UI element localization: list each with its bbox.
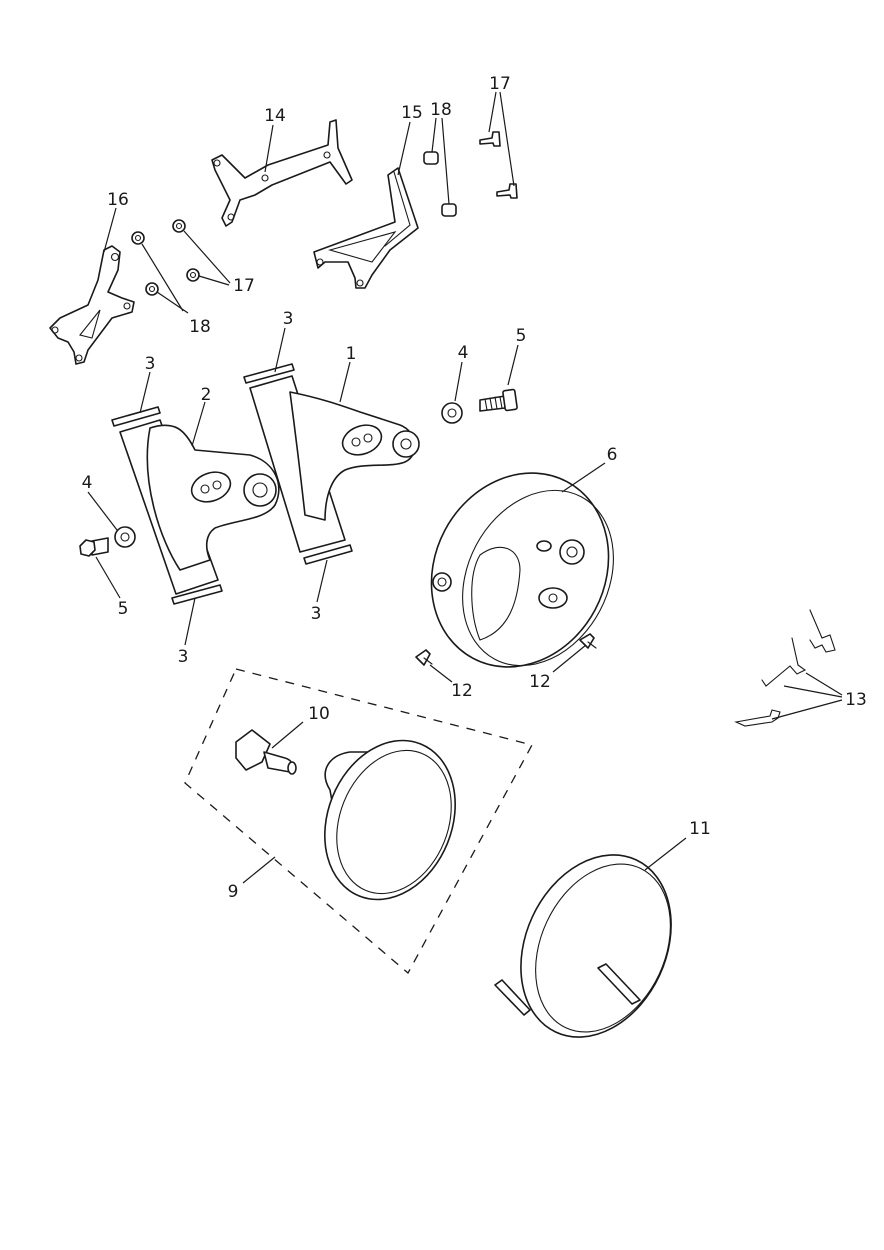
callout-1: 1 (346, 344, 357, 364)
callout-2: 2 (201, 385, 212, 405)
callout-3-upper-left: 3 (145, 354, 156, 374)
callout-18-top: 18 (430, 100, 452, 120)
part-14-bracket (211, 119, 353, 227)
callout-3-lower-right: 3 (311, 604, 322, 624)
callout-15: 15 (401, 103, 423, 123)
callout-labels: 14 15 18 17 16 17 18 3 3 2 1 4 5 4 5 3 3… (82, 74, 867, 902)
leader-lines (87, 91, 843, 884)
callout-5-left: 5 (118, 599, 129, 619)
part-9-light-unit-frame (184, 668, 533, 975)
part-11-headlamp-rim (494, 854, 672, 1038)
callout-17-mid: 17 (233, 276, 255, 296)
part-10-bulb (235, 729, 297, 775)
part-15-bracket (313, 167, 419, 289)
callout-16: 16 (107, 190, 129, 210)
callout-9: 9 (228, 882, 239, 902)
callout-5-right: 5 (516, 326, 527, 346)
callout-11: 11 (689, 819, 711, 839)
part-17-18-fasteners (131, 131, 518, 296)
callout-3-upper-right: 3 (283, 309, 294, 329)
callout-6: 6 (607, 445, 618, 465)
part-2-fork-clamp (119, 419, 280, 595)
part-13-wire-clips (734, 609, 836, 727)
callout-17-top: 17 (489, 74, 511, 94)
callout-12-right: 12 (529, 672, 551, 692)
part-16-bracket (49, 245, 135, 365)
callout-14: 14 (264, 106, 286, 126)
callout-4-left: 4 (82, 473, 93, 493)
callout-13: 13 (845, 690, 867, 710)
part-4-5-washer-bolt (79, 388, 518, 557)
callout-18-mid: 18 (189, 317, 211, 337)
part-6-headlamp-shell (430, 472, 614, 668)
part-9-headlamp-lens (324, 739, 456, 901)
part-3-rubber-strips (111, 363, 353, 605)
callout-4-right: 4 (458, 343, 469, 363)
callout-3-lower-left: 3 (178, 647, 189, 667)
part-1-fork-clamp (249, 375, 420, 553)
callout-10: 10 (308, 704, 330, 724)
callout-12-left: 12 (451, 681, 473, 701)
